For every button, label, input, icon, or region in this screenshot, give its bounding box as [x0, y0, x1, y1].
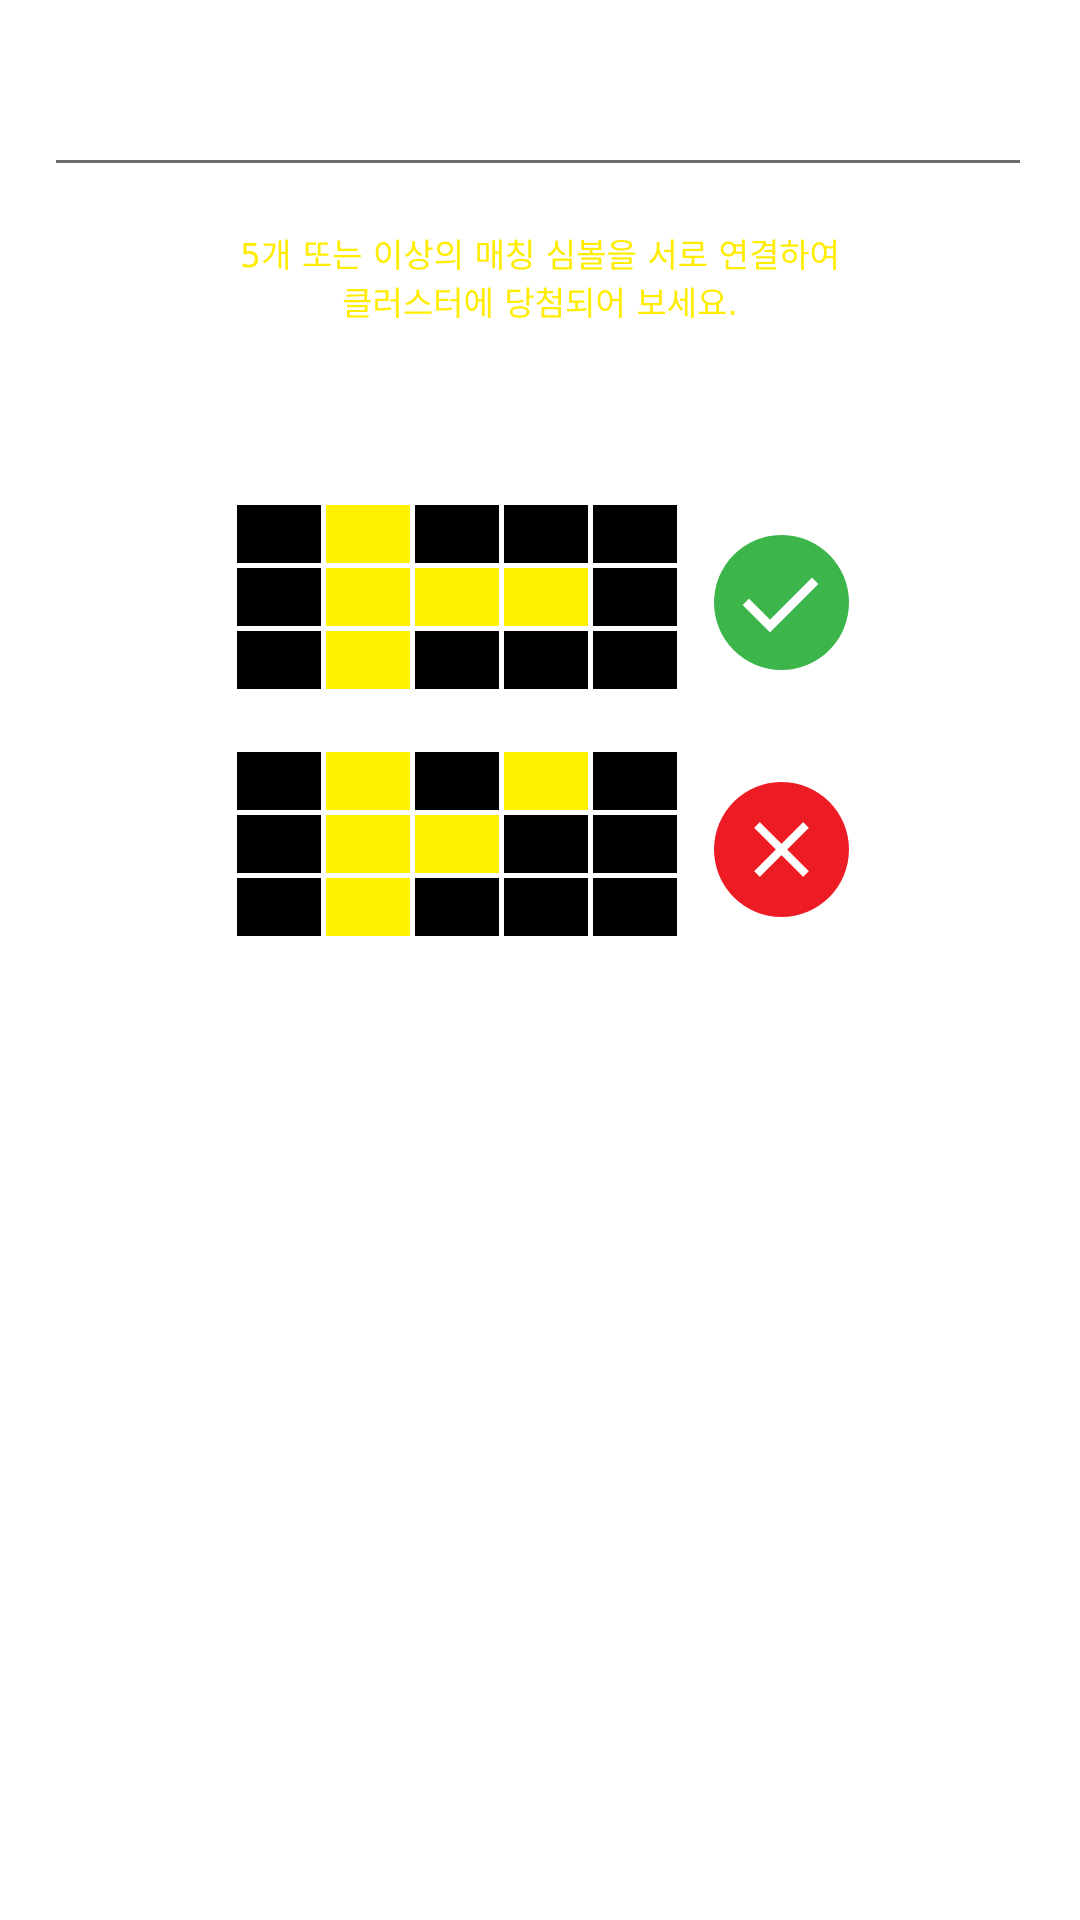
other-symbol-cell	[237, 568, 321, 626]
header-divider	[56, 160, 1020, 163]
instruction-line-2: 클러스터에 당첨되어 보세요.	[342, 284, 738, 323]
matching-symbol-cell	[326, 752, 410, 810]
other-symbol-cell	[415, 505, 499, 563]
check-icon	[714, 535, 849, 670]
symbol-grid	[237, 752, 677, 936]
other-symbol-cell	[593, 815, 677, 873]
other-symbol-cell	[237, 815, 321, 873]
matching-symbol-cell	[326, 631, 410, 689]
other-symbol-cell	[504, 505, 588, 563]
losing-cluster-example	[237, 752, 849, 936]
other-symbol-cell	[593, 505, 677, 563]
other-symbol-cell	[415, 878, 499, 936]
rules-instruction: 5개 또는 이상의 매칭 심볼을 서로 연결하여 클러스터에 당첨되어 보세요.	[0, 232, 1080, 328]
matching-symbol-cell	[504, 568, 588, 626]
other-symbol-cell	[504, 631, 588, 689]
other-symbol-cell	[415, 752, 499, 810]
other-symbol-cell	[593, 631, 677, 689]
instruction-line-1: 5개 또는 이상의 매칭 심볼을 서로 연결하여	[239, 236, 841, 275]
other-symbol-cell	[237, 752, 321, 810]
other-symbol-cell	[504, 878, 588, 936]
matching-symbol-cell	[415, 815, 499, 873]
matching-symbol-cell	[504, 752, 588, 810]
matching-symbol-cell	[415, 568, 499, 626]
other-symbol-cell	[593, 878, 677, 936]
other-symbol-cell	[504, 815, 588, 873]
other-symbol-cell	[415, 631, 499, 689]
other-symbol-cell	[237, 878, 321, 936]
symbol-grid	[237, 505, 677, 689]
other-symbol-cell	[237, 631, 321, 689]
matching-symbol-cell	[326, 815, 410, 873]
other-symbol-cell	[593, 568, 677, 626]
other-symbol-cell	[593, 752, 677, 810]
other-symbol-cell	[237, 505, 321, 563]
matching-symbol-cell	[326, 568, 410, 626]
matching-symbol-cell	[326, 878, 410, 936]
cross-icon	[714, 782, 849, 917]
winning-cluster-example	[237, 505, 849, 689]
matching-symbol-cell	[326, 505, 410, 563]
